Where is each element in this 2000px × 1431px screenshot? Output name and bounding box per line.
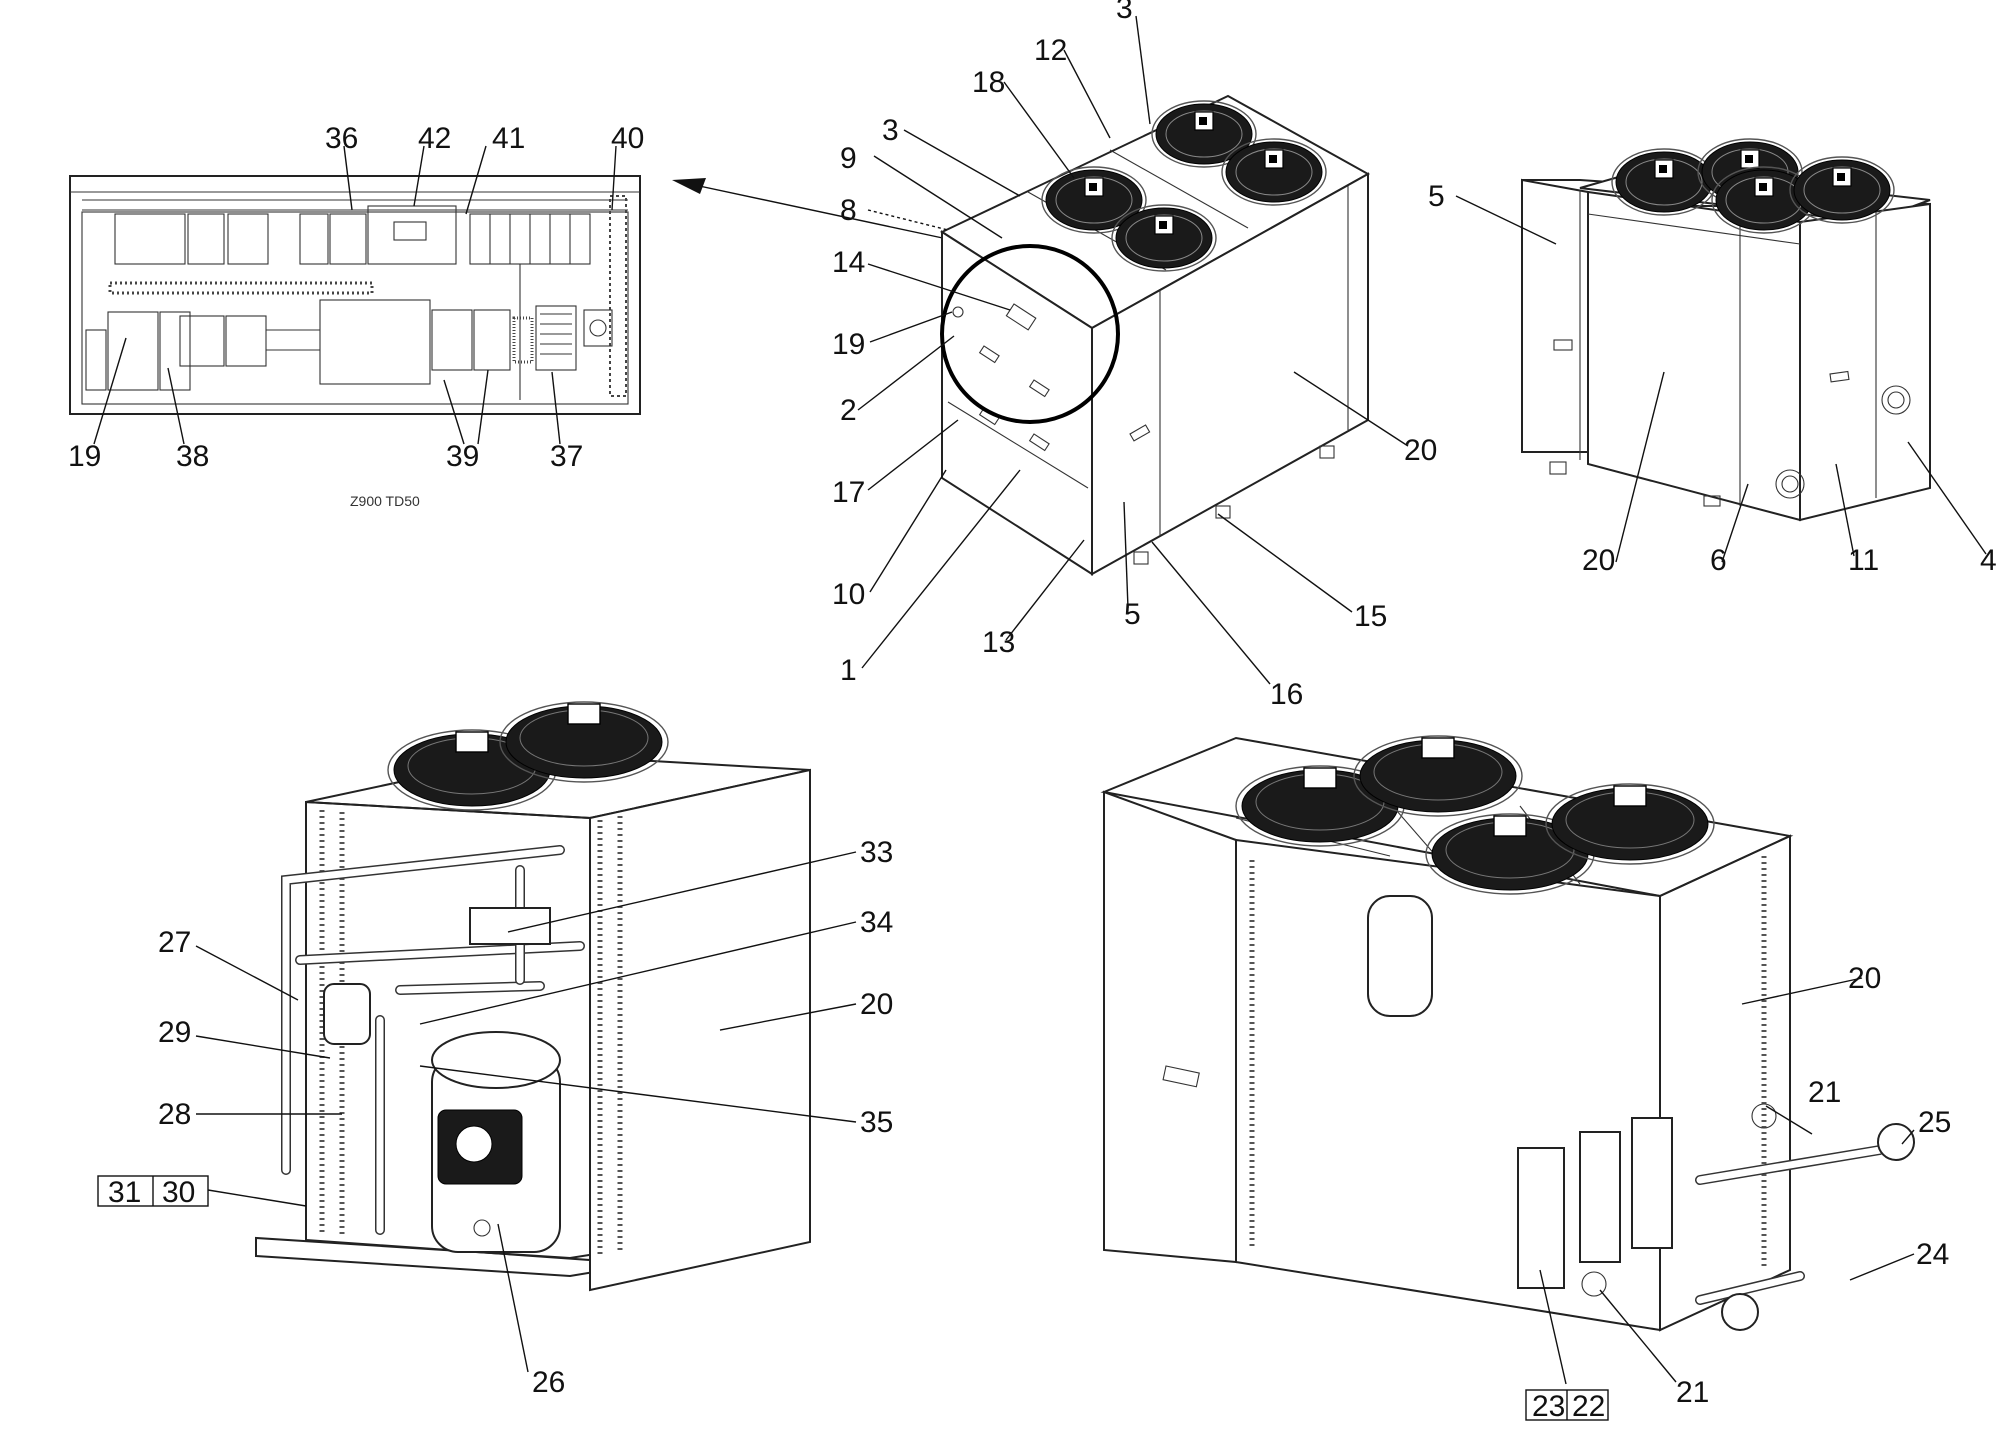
callout-20-unit: 20 (1404, 434, 1437, 467)
electrical-panel-view: 36 42 41 40 19 38 39 37 Z900 TD50 (68, 122, 644, 509)
rear-unit-view: 5 20 6 11 4 (1428, 138, 1997, 577)
callout-34: 34 (860, 906, 893, 939)
hydraulic-view: 20 21 25 24 21 23 22 (1100, 735, 1951, 1423)
callout-29: 29 (158, 1016, 191, 1049)
callout-22: 22 (1572, 1390, 1605, 1423)
callout-25: 25 (1918, 1106, 1951, 1139)
callout-39: 39 (446, 440, 479, 473)
drawing-caption: Z900 TD50 (350, 493, 420, 509)
callout-1: 1 (840, 654, 857, 687)
callout-16: 16 (1270, 678, 1303, 711)
callout-5-rear: 5 (1428, 180, 1445, 213)
callout-19-unit: 19 (832, 328, 865, 361)
callout-26: 26 (532, 1366, 565, 1399)
callout-28: 28 (158, 1098, 191, 1131)
callout-3-left: 3 (882, 114, 899, 147)
callout-3-top: 3 (1116, 0, 1133, 25)
callout-21-upper: 21 (1808, 1076, 1841, 1109)
callout-9: 9 (840, 142, 857, 175)
compressor-view: 33 34 27 20 29 35 28 31 30 26 (97, 701, 893, 1399)
callout-5-unit: 5 (1124, 598, 1141, 631)
callout-31: 31 (108, 1176, 141, 1209)
callout-8: 8 (840, 194, 857, 227)
callout-10: 10 (832, 578, 865, 611)
callout-37: 37 (550, 440, 583, 473)
callout-35: 35 (860, 1106, 893, 1139)
callout-18: 18 (972, 66, 1005, 99)
callout-27: 27 (158, 926, 191, 959)
callout-4: 4 (1980, 544, 1997, 577)
callout-38: 38 (176, 440, 209, 473)
callout-13: 13 (982, 626, 1015, 659)
callout-40: 40 (611, 122, 644, 155)
callout-2: 2 (840, 394, 857, 427)
callout-6: 6 (1710, 544, 1727, 577)
front-unit-view: 3 12 18 3 9 8 14 19 2 17 10 1 13 5 16 15… (832, 0, 1437, 711)
callout-14: 14 (832, 246, 865, 279)
callout-30: 30 (162, 1176, 195, 1209)
callout-12: 12 (1034, 34, 1067, 67)
callout-15: 15 (1354, 600, 1387, 633)
callout-19-panel: 19 (68, 440, 101, 473)
callout-33: 33 (860, 836, 893, 869)
callout-23: 23 (1532, 1390, 1565, 1423)
callout-20-rear: 20 (1582, 544, 1615, 577)
callout-20-compressor: 20 (860, 988, 893, 1021)
callout-41: 41 (492, 122, 525, 155)
callout-11: 11 (1848, 544, 1879, 577)
callout-42: 42 (418, 122, 451, 155)
callout-36: 36 (325, 122, 358, 155)
callout-24: 24 (1916, 1238, 1949, 1271)
callout-17: 17 (832, 476, 865, 509)
callout-21-lower: 21 (1676, 1376, 1709, 1409)
callout-20-hydraulic: 20 (1848, 962, 1881, 995)
